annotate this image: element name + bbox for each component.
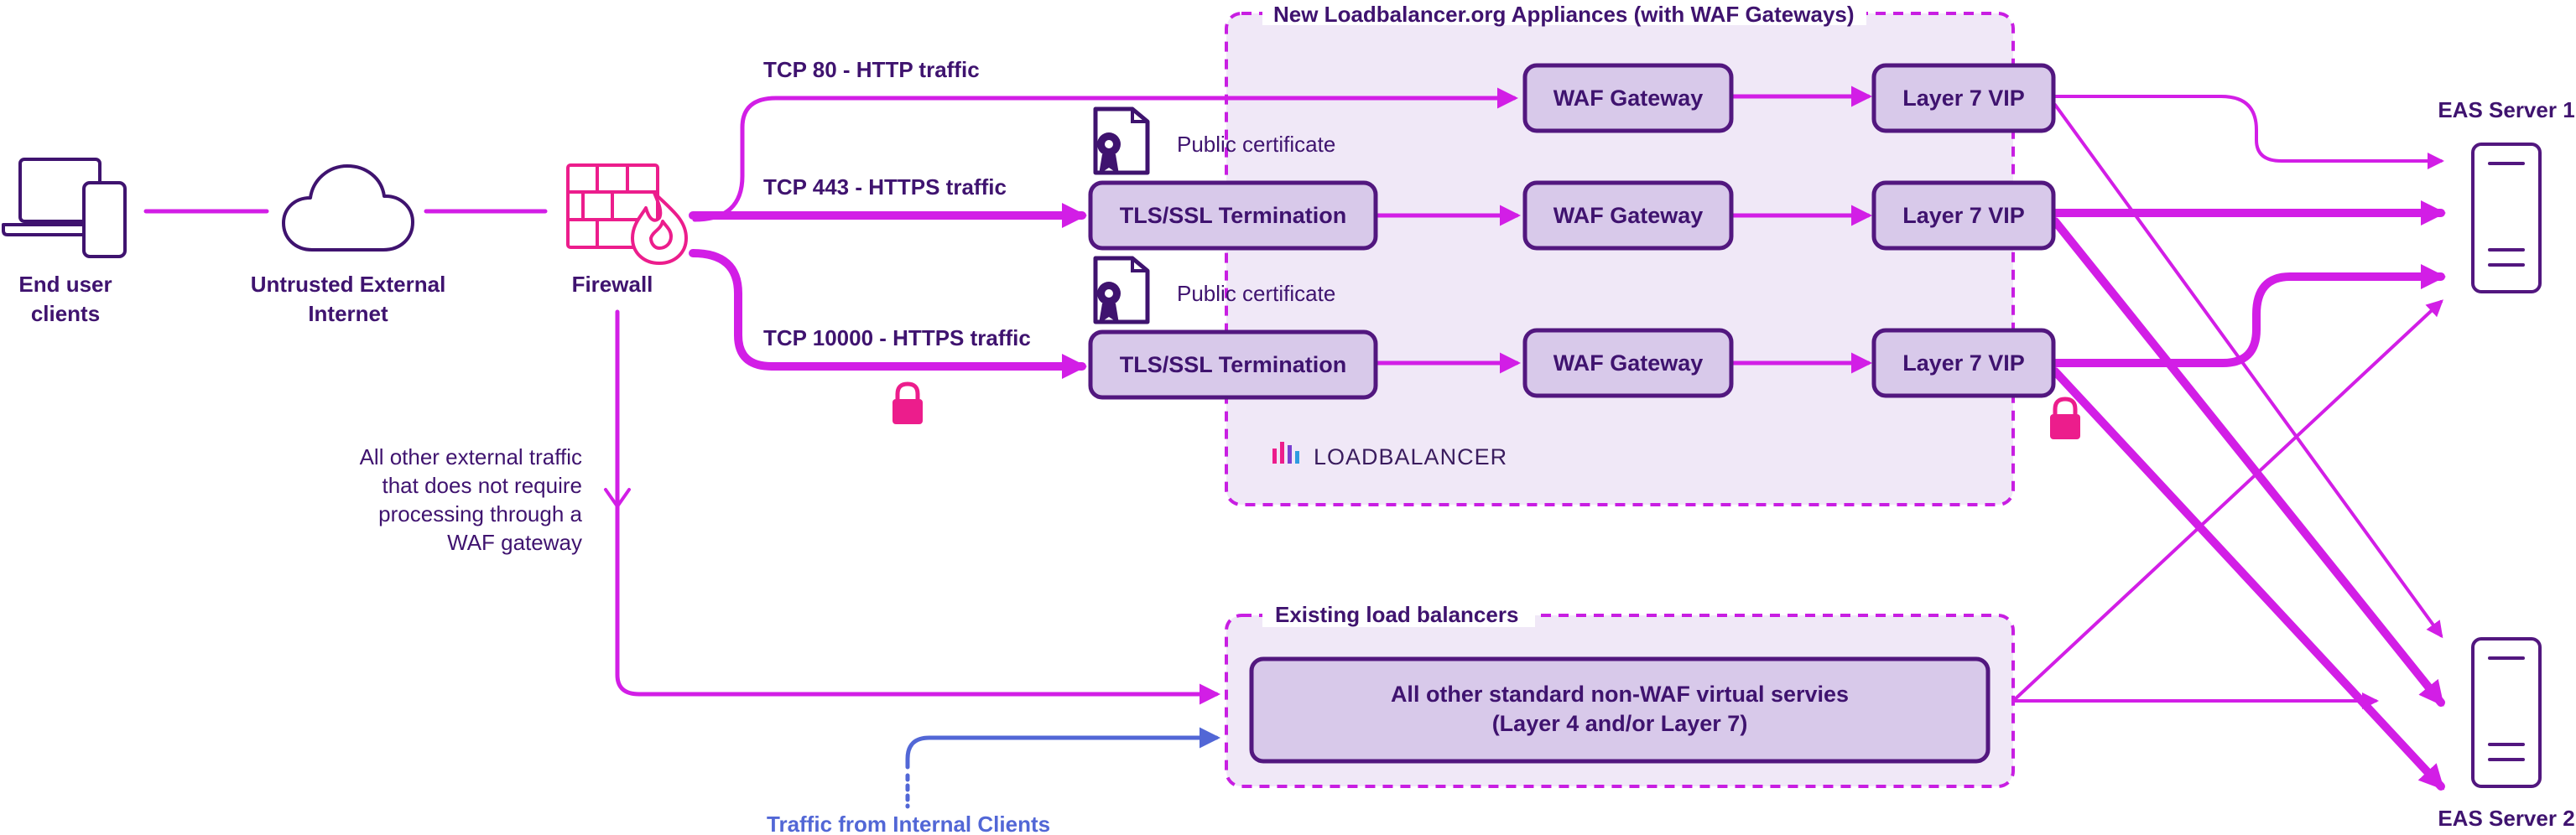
cert1-label: Public certificate (1177, 132, 1335, 157)
nonwaf-label-1: All other standard non-WAF virtual servi… (1391, 682, 1849, 707)
route-other-external (615, 309, 1220, 705)
layer7-vip-box: Layer 7 VIP (1871, 63, 2056, 133)
tls2-label: TLS/SSL Termination (1120, 352, 1347, 377)
link-vip2-eas2 (2051, 217, 2445, 707)
route-tcp10000 (689, 249, 1087, 379)
vip1-label: Layer 7 VIP (1902, 86, 2025, 111)
link-nonwaf-eas1 (2011, 299, 2443, 703)
other-traffic-label-2: that does not require (382, 473, 583, 498)
server-icon (2471, 143, 2542, 293)
waf-gateway-box: WAF Gateway (1522, 180, 1734, 251)
tls-termination-box: TLS/SSL Termination (1088, 329, 1378, 400)
existing-region-title: Existing load balancers (1275, 602, 1518, 627)
other-traffic-label-1: All other external traffic (360, 444, 582, 469)
tcp10000-label: TCP 10000 - HTTPS traffic (763, 325, 1031, 350)
waf-gateway-box: WAF Gateway (1522, 328, 1734, 398)
eas1-label: EAS Server 1 (2438, 97, 2574, 122)
lock-icon (892, 381, 923, 424)
layer7-vip-box: Layer 7 VIP (1871, 328, 2056, 398)
link-vip1-eas1 (2053, 95, 2444, 169)
vip3-label: Layer 7 VIP (1902, 350, 2025, 376)
non-waf-services-box: All other standard non-WAF virtual servi… (1249, 656, 1991, 764)
certificate-icon (1093, 256, 1150, 324)
cert2-label: Public certificate (1177, 281, 1335, 306)
tcp80-label: TCP 80 - HTTP traffic (763, 57, 980, 82)
lock-icon (2050, 397, 2080, 439)
internal-traffic-route (905, 727, 1220, 809)
certificate-icon (1093, 106, 1150, 178)
laptop-phone-icon (2, 158, 127, 258)
internet-label-1: Untrusted External (251, 272, 446, 297)
waf1-label: WAF Gateway (1553, 86, 1704, 111)
waf-appliances-region: New Loadbalancer.org Appliances (with WA… (1225, 2, 2015, 506)
nonwaf-label-2: (Layer 4 and/or Layer 7) (1492, 711, 1748, 736)
server-icon (2471, 637, 2542, 788)
internal-traffic-label: Traffic from Internal Clients (767, 812, 1050, 835)
logo-text: LOADBALANCER (1314, 444, 1507, 469)
link-vip3-eas1 (2051, 264, 2446, 367)
waf-gateway-box: WAF Gateway (1522, 63, 1734, 133)
tcp443-label: TCP 443 - HTTPS traffic (763, 174, 1007, 200)
loadbalancer-logo: LOADBALANCER (1272, 442, 1507, 469)
layer7-vip-box: Layer 7 VIP (1871, 180, 2056, 251)
connections (143, 86, 2446, 791)
tls1-label: TLS/SSL Termination (1120, 203, 1347, 228)
other-traffic-label-3: processing through a (378, 501, 582, 526)
end-user-label-1: End user (18, 272, 112, 297)
vip2-label: Layer 7 VIP (1902, 203, 2025, 228)
waf-region-title: New Loadbalancer.org Appliances (with WA… (1273, 2, 1855, 27)
cloud-icon (282, 164, 414, 252)
waf3-label: WAF Gateway (1553, 350, 1704, 376)
end-user-label-2: clients (31, 301, 100, 326)
firewall-label: Firewall (572, 272, 653, 297)
firewall-icon (566, 163, 688, 265)
tls-termination-box: TLS/SSL Termination (1088, 180, 1378, 251)
internet-label-2: Internet (308, 301, 388, 326)
other-traffic-label-4: WAF gateway (447, 530, 582, 555)
link-vip1-eas2 (2053, 103, 2443, 639)
waf2-label: WAF Gateway (1553, 203, 1704, 228)
link-vip3-eas2 (2051, 367, 2445, 791)
route-other-chevron (604, 488, 631, 510)
eas2-label: EAS Server 2 (2438, 806, 2574, 831)
